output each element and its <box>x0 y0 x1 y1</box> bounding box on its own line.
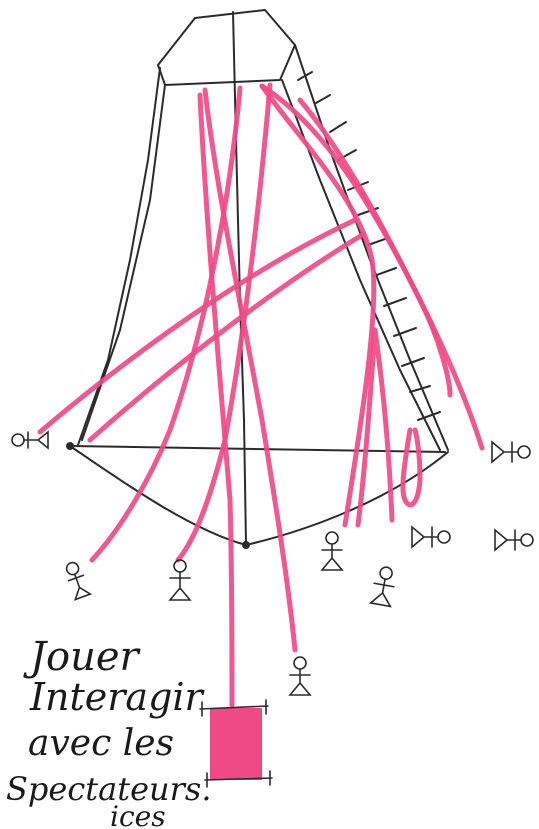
spectator-figure <box>371 566 397 607</box>
spectator-figure <box>492 442 530 462</box>
rope-line <box>90 235 362 440</box>
rope-line <box>178 85 270 560</box>
caption-line-5: ices <box>110 800 166 829</box>
tick-mark <box>374 268 396 276</box>
caption-line-3: avec les <box>28 723 174 764</box>
spectator-figure <box>170 560 190 600</box>
tent-top-plate <box>158 10 295 85</box>
tent-right-edge-inner <box>282 80 440 450</box>
tick-mark <box>368 238 388 245</box>
handwritten-caption: Jouer Interagir avec les Spectateurs. ic… <box>6 634 212 829</box>
spectator-figure <box>495 530 533 550</box>
caption-line-1: Jouer <box>23 634 142 680</box>
rope-line <box>40 220 355 432</box>
base-corner-front <box>242 541 250 549</box>
rope-line <box>403 430 420 505</box>
caption-line-4: Spectateurs. <box>6 770 212 808</box>
tick-mark <box>330 122 346 132</box>
spectator-figure <box>290 657 310 695</box>
spectator-figure <box>412 527 450 547</box>
tick-mark <box>316 95 330 103</box>
weight-block <box>210 708 262 780</box>
tick-mark <box>410 386 430 392</box>
base-corner-left <box>66 442 74 450</box>
rope-line <box>262 86 374 525</box>
rope-line <box>358 330 392 525</box>
spectator-figure <box>12 432 48 448</box>
spectator-figure <box>322 532 342 570</box>
caption-line-2: Interagir <box>29 675 206 719</box>
pink-ropes <box>40 85 482 705</box>
spectator-figure <box>63 560 90 599</box>
